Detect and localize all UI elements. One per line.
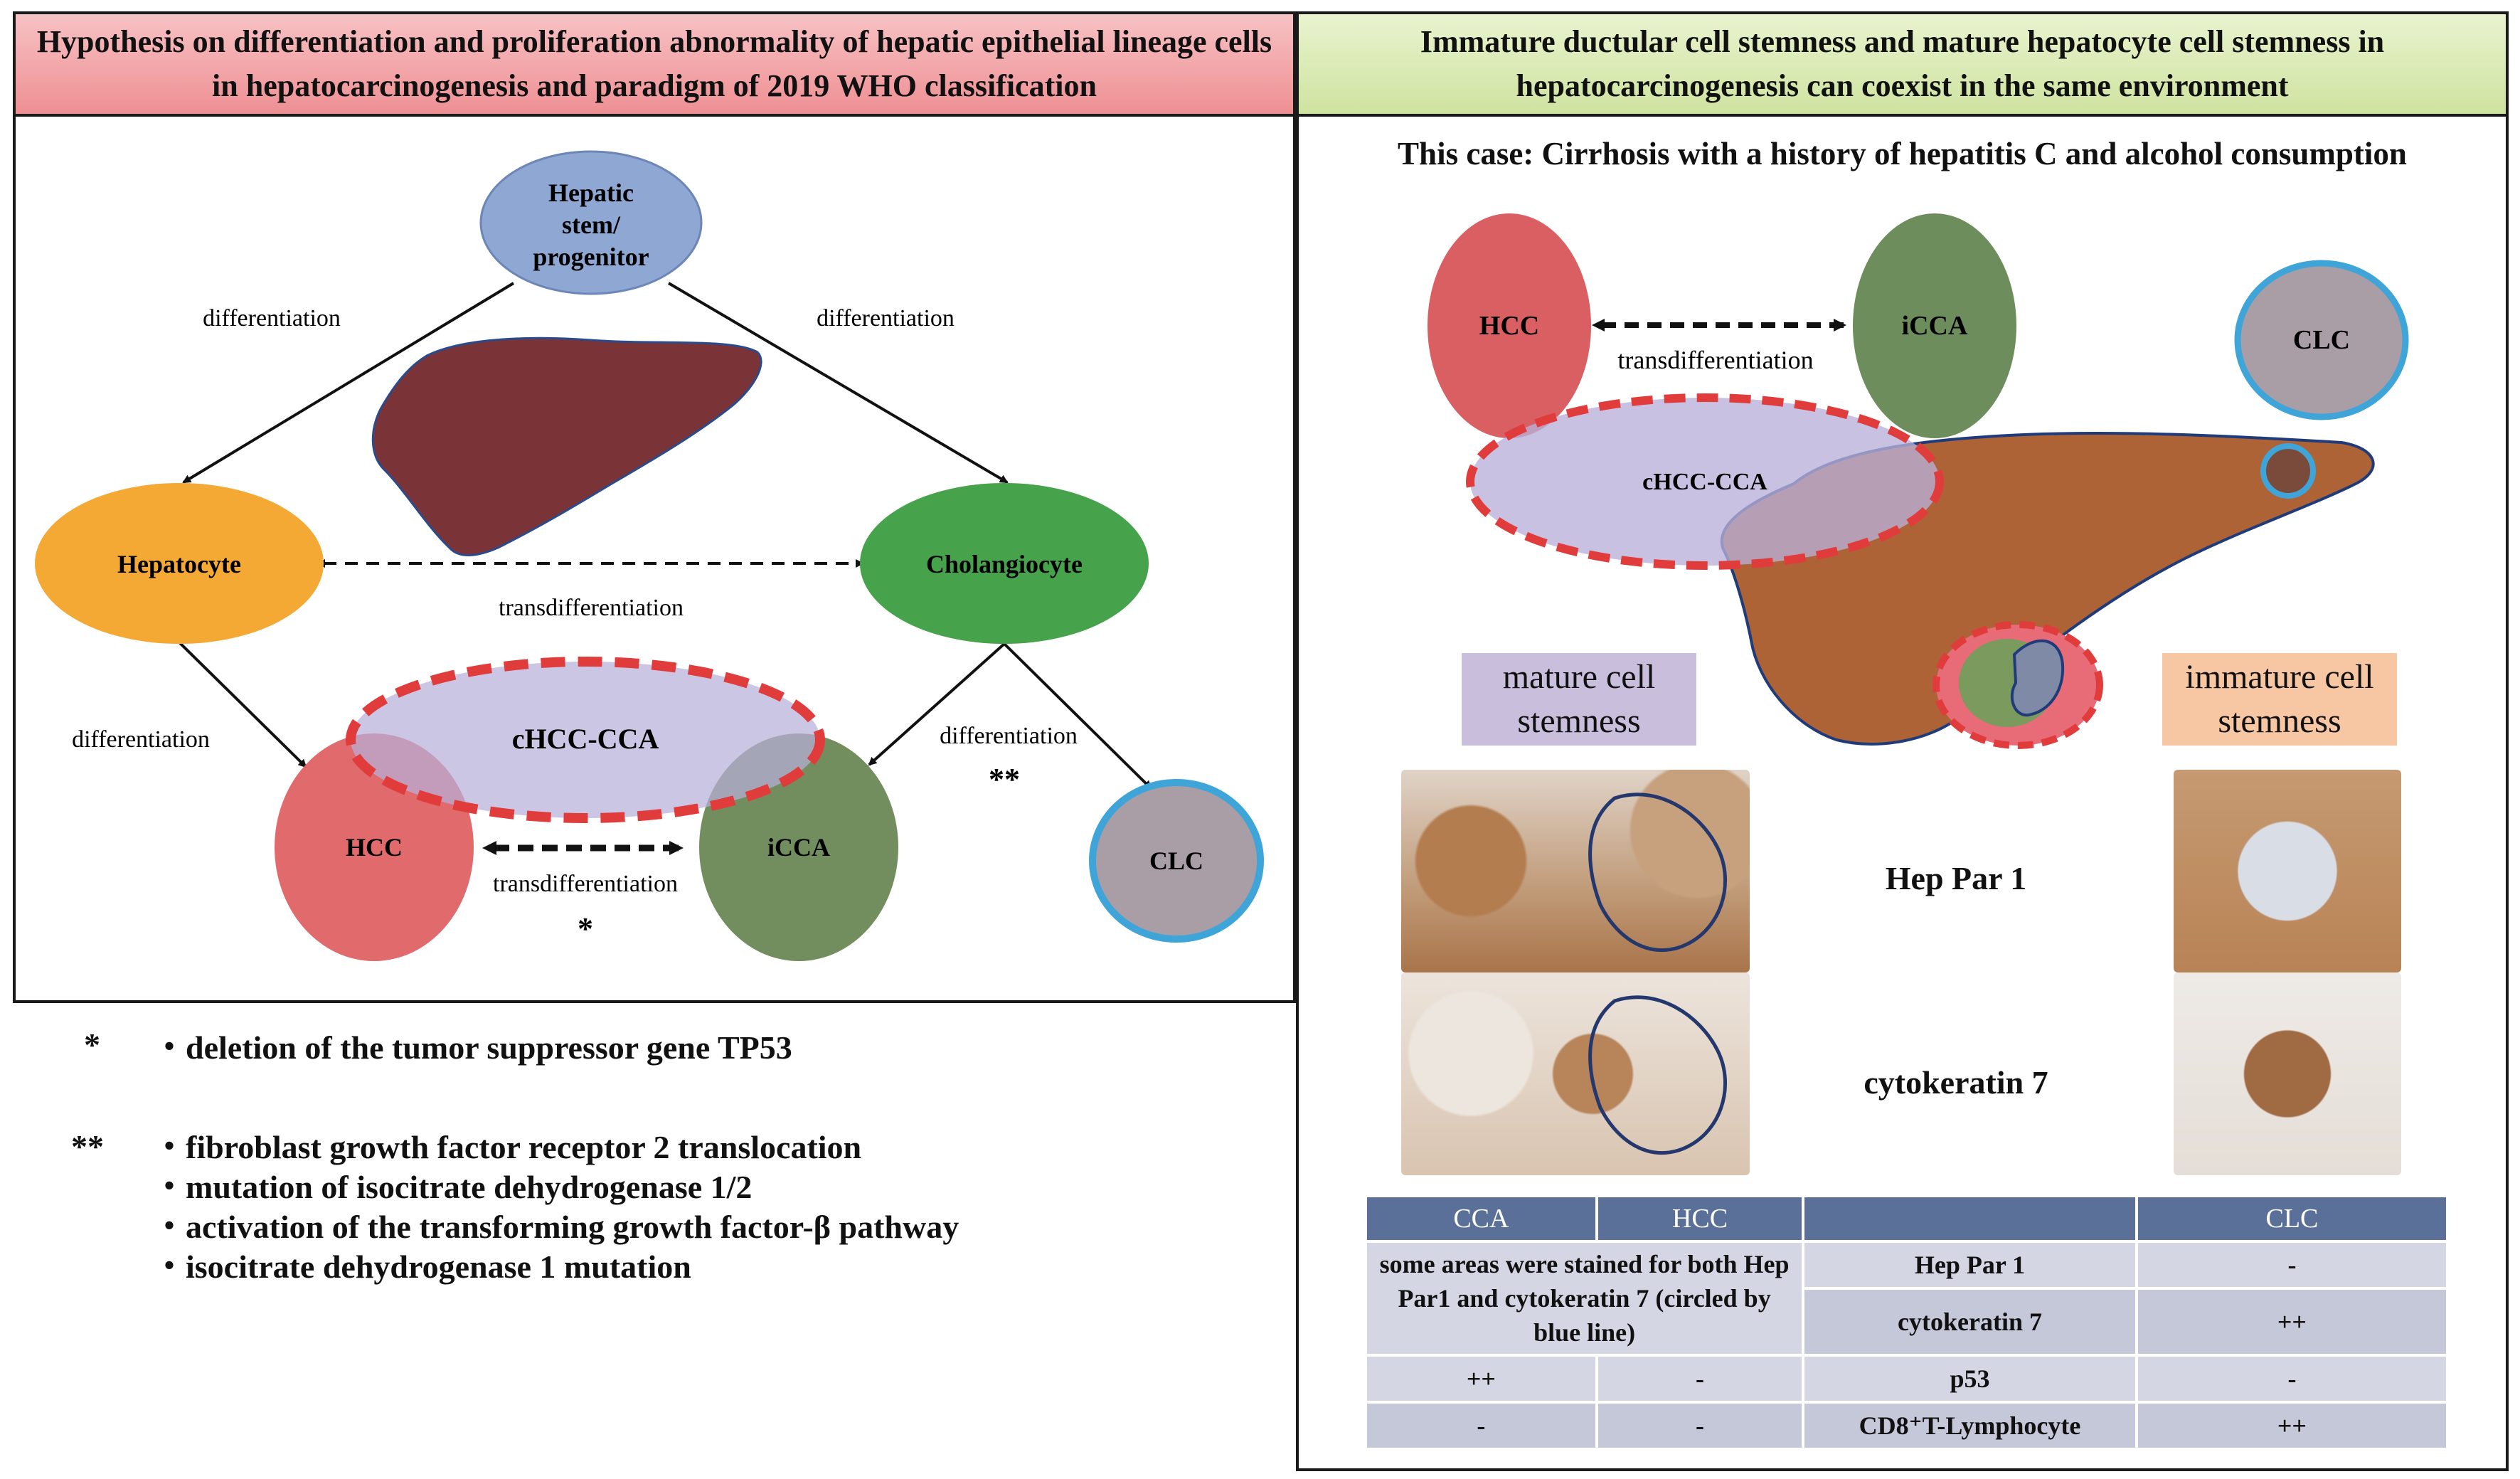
table-header-cca: CCA — [1367, 1197, 1595, 1240]
table-cell-clc: ++ — [2137, 1404, 2446, 1448]
case-title: This case: Cirrhosis with a history of h… — [1398, 136, 2407, 171]
right-clc-label: CLC — [2293, 325, 2350, 355]
table-cell-clc: - — [2137, 1243, 2446, 1287]
ck7-mature-image — [1401, 972, 1750, 1175]
arrow-chol-clc — [1003, 642, 1152, 790]
clc-label: CLC — [1149, 847, 1203, 875]
cholangiocyte-label: Cholangiocyte — [926, 550, 1083, 578]
table-cell-clc: - — [2137, 1357, 2446, 1401]
right-icca-node — [1853, 213, 2016, 438]
note-double-item: ・fibroblast growth factor receptor 2 tra… — [153, 1129, 862, 1165]
stem-label-2: stem/ — [562, 211, 621, 239]
note-single-item: ・deletion of the tumor suppressor gene T… — [153, 1029, 792, 1066]
note-single-list: ・deletion of the tumor suppressor gene T… — [153, 1028, 792, 1068]
arrow-hepatocyte-hcc — [178, 641, 307, 768]
edge-label-transdiff-middle: transdifferentiation — [499, 595, 684, 621]
table-cell-clc: ++ — [2137, 1290, 2446, 1354]
table-cell-marker: Hep Par 1 — [1804, 1243, 2135, 1287]
table-cell-cca-hcc: some areas were stained for both Hep Par… — [1367, 1243, 1802, 1354]
right-chcc-cca-label: cHCC-CCA — [1642, 469, 1767, 495]
stem-label-1: Hepatic — [548, 179, 634, 207]
hepatocyte-node — [35, 483, 324, 644]
immature-stemness-label: immature cell stemness — [2162, 653, 2397, 746]
ck7-immature-image — [2174, 972, 2401, 1175]
arrow-stem-cholangiocyte — [667, 282, 1009, 484]
right-chcc-cca-node — [1466, 393, 1944, 570]
hepatocyte-label: Hepatocyte — [117, 550, 241, 578]
hep-par1-immature-image — [2174, 770, 2401, 972]
stain-table: CCA HCC CLC some areas were stained for … — [1364, 1194, 2449, 1451]
mature-stemness-label: mature cell stemness — [1462, 653, 1696, 746]
clc-node — [1089, 779, 1264, 943]
right-icca-label: iCCA — [1902, 311, 1968, 341]
table-header-clc: CLC — [2137, 1197, 2446, 1240]
chcc-cca-node — [346, 657, 825, 823]
note-single-mark: * — [84, 1027, 100, 1063]
table-cell-marker: p53 — [1804, 1357, 2135, 1401]
immature-stemness-text: immature cell stemness — [2185, 658, 2374, 740]
chcc-cca-label: cHCC-CCA — [512, 723, 659, 755]
stain-label-hep-par1: Hep Par 1 — [1885, 860, 2027, 896]
stem-label-3: progenitor — [533, 243, 649, 271]
note-double-item: ・activation of the transforming growth f… — [153, 1209, 959, 1245]
table-row: ++ - p53 - — [1367, 1357, 2446, 1401]
right-panel-title-text: Immature ductular cell stemness and matu… — [1420, 24, 2385, 103]
mature-stemness-text: mature cell stemness — [1502, 658, 1656, 740]
left-panel — [13, 114, 1296, 1003]
hep-par1-mature-image — [1401, 770, 1750, 972]
left-panel-title: Hypothesis on differentiation and prolif… — [13, 11, 1296, 117]
right-clc-node — [2234, 260, 2409, 420]
liver-tumor-mixed — [2010, 639, 2065, 717]
cholangiocyte-node — [860, 483, 1149, 644]
icca-label: iCCA — [767, 833, 830, 862]
arrow-chol-icca — [868, 642, 1006, 766]
left-diagram: Hepatic stem/ progenitor Hepatocyte Chol… — [35, 150, 1264, 961]
right-panel — [1296, 114, 2509, 1471]
single-star-label: * — [578, 911, 593, 946]
double-star-label: ** — [989, 762, 1020, 797]
right-diagram: HCC iCCA CLC transdifferentiation cHCC-C… — [1428, 213, 2409, 749]
table-header-row: CCA HCC CLC — [1367, 1197, 2446, 1240]
table-row: - - CD8⁺T-Lymphocyte ++ — [1367, 1404, 2446, 1448]
left-panel-title-text: Hypothesis on differentiation and prolif… — [36, 24, 1272, 103]
hepatic-stem-node — [479, 150, 703, 295]
edge-label-diff-left-top: differentiation — [203, 305, 341, 332]
liver-shape — [371, 336, 762, 556]
edge-label-diff-right-bottom: differentiation — [940, 723, 1078, 749]
note-double-list: ・fibroblast growth factor receptor 2 tra… — [153, 1128, 959, 1287]
right-panel-title: Immature ductular cell stemness and matu… — [1296, 11, 2509, 117]
table-cell-marker: CD8⁺T-Lymphocyte — [1804, 1404, 2135, 1448]
note-double-mark: ** — [71, 1128, 104, 1165]
table-cell-hcc: - — [1597, 1404, 1802, 1448]
table-header-hcc: HCC — [1597, 1197, 1802, 1240]
edge-label-diff-left-bottom: differentiation — [72, 726, 210, 753]
edge-label-diff-right-top: differentiation — [817, 305, 955, 332]
note-double-item: ・mutation of isocitrate dehydrogenase 1/… — [153, 1169, 753, 1205]
right-transdiff-label: transdifferentiation — [1617, 346, 1813, 374]
stain-label-ck7: cytokeratin 7 — [1864, 1064, 2048, 1101]
table-cell-hcc: - — [1597, 1357, 1802, 1401]
table-cell-cca: ++ — [1367, 1357, 1595, 1401]
arrow-stem-hepatocyte — [182, 282, 515, 484]
note-double-item: ・isocitrate dehydrogenase 1 mutation — [153, 1249, 691, 1285]
right-hcc-node — [1428, 213, 1591, 438]
hcc-label: HCC — [346, 833, 403, 862]
edge-label-transdiff-bottom: transdifferentiation — [493, 871, 678, 897]
table-row: cytokeratin 7 ++ — [1367, 1290, 2446, 1354]
table-row: some areas were stained for both Hep Par… — [1367, 1243, 2446, 1354]
table-header-marker — [1804, 1197, 2135, 1240]
liver-clc-spot — [2260, 443, 2316, 499]
table-cell-cca: - — [1367, 1404, 1595, 1448]
right-hcc-label: HCC — [1479, 311, 1539, 341]
table-cell-marker: cytokeratin 7 — [1804, 1290, 2135, 1354]
